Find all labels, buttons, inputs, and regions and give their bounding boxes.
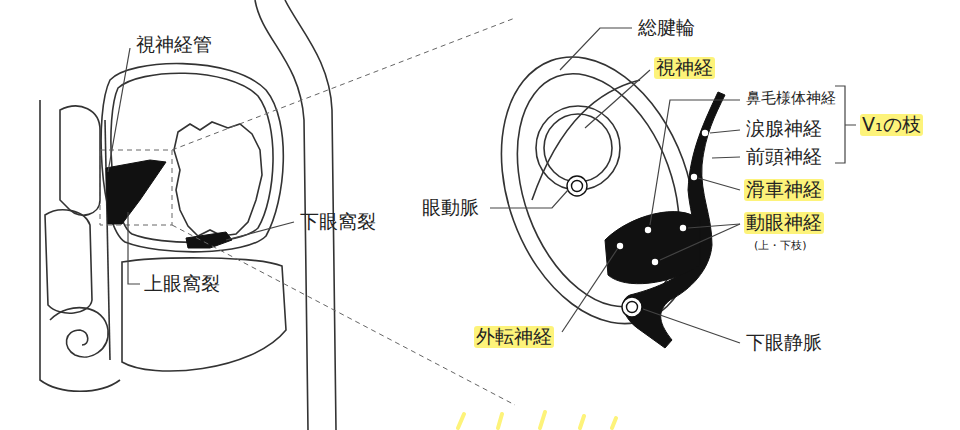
leader-line xyxy=(585,70,650,128)
nerve-dot xyxy=(680,225,686,231)
leader-line xyxy=(226,222,294,240)
orbit-outline xyxy=(111,73,273,242)
leader-line xyxy=(710,130,740,133)
zoom-line xyxy=(172,18,515,150)
part-label: 涙腺神経 xyxy=(744,118,824,140)
superior-orbital-fissure-detail xyxy=(605,212,700,284)
ring-septum xyxy=(532,80,640,200)
highlighted-label: V₁の枝 xyxy=(860,114,923,136)
part-label: 鼻毛様体神経 xyxy=(744,90,838,107)
nasal-concha xyxy=(50,308,108,357)
leader-line xyxy=(712,157,740,158)
maxillary-sinus xyxy=(122,258,286,371)
optic-nerve xyxy=(544,114,612,182)
bone-fragment xyxy=(174,122,262,236)
nasal-structure xyxy=(60,106,100,215)
nasal-structure xyxy=(45,210,92,313)
part-label: 前頭神経 xyxy=(744,146,824,168)
leader-line xyxy=(562,248,618,332)
leader-line xyxy=(698,178,740,190)
nerve-dot xyxy=(645,227,651,233)
leader-line xyxy=(643,309,740,343)
bracket xyxy=(835,86,856,163)
part-label: 上眼窩裂 xyxy=(142,273,222,295)
part-label: 下眼静脈 xyxy=(744,332,824,354)
leader-line xyxy=(560,28,632,70)
nerve-dot xyxy=(704,155,710,161)
nerve-dot xyxy=(702,130,708,136)
superior-orbital-fissure xyxy=(106,160,166,224)
leader-line xyxy=(490,190,568,208)
nerve-dot xyxy=(652,259,658,265)
leader-line xyxy=(128,212,140,284)
part-label: 下眼窩裂 xyxy=(298,211,378,233)
highlighted-label: 外転神経 xyxy=(474,326,554,348)
highlighted-label: 動眼神経 xyxy=(744,212,824,234)
highlight-mark xyxy=(458,412,616,428)
common-tendinous-ring xyxy=(467,30,731,351)
nerve-dot xyxy=(691,174,697,180)
part-label: 視神経管 xyxy=(134,34,214,56)
part-label: 眼動脈 xyxy=(420,197,481,219)
ophthalmic-artery xyxy=(572,181,583,192)
highlighted-label: 滑車神経 xyxy=(744,179,824,201)
zoom-line xyxy=(172,225,515,405)
leader-line xyxy=(108,48,130,172)
zoom-box xyxy=(100,150,172,225)
highlighted-label: 視神経 xyxy=(654,57,715,79)
part-label: 総腱輪 xyxy=(636,17,697,39)
nasal-septum xyxy=(105,120,110,360)
leader-line xyxy=(650,100,740,225)
ophthalmic-artery xyxy=(567,176,587,196)
inferior-orbital-fissure xyxy=(186,232,232,248)
inferior-ophthalmic-vein xyxy=(622,297,642,317)
leader-line xyxy=(660,224,740,260)
part-label: (上・下枝) xyxy=(752,240,809,253)
inferior-ophthalmic-vein xyxy=(627,302,638,313)
nasal-outline xyxy=(40,100,120,391)
